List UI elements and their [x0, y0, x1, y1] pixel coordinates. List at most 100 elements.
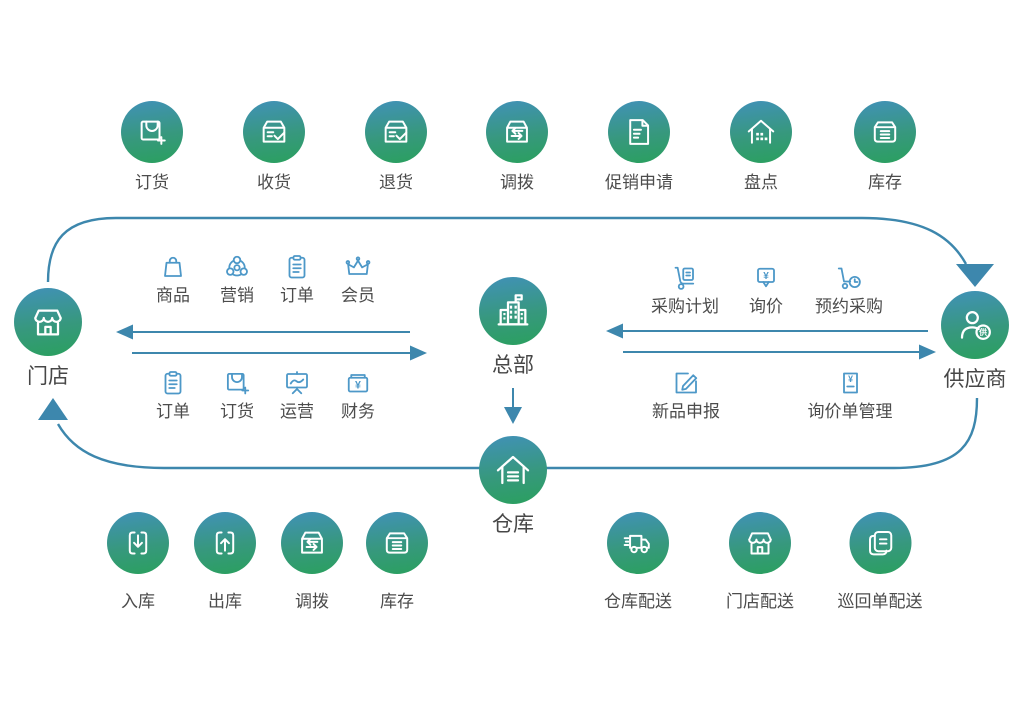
- inventory-box-icon: [366, 512, 428, 574]
- mini-marketing: 营销: [220, 252, 254, 306]
- hub-label: 供应商: [943, 368, 1007, 391]
- operations-chart-icon: [282, 368, 312, 398]
- mini-label: 营销: [220, 286, 254, 305]
- node-label: 出库: [208, 592, 242, 611]
- inquiry-doc-icon: [835, 368, 865, 398]
- return-box-check-icon: [365, 101, 427, 163]
- bag-plus-icon: [121, 101, 183, 163]
- mini-label: 订货: [220, 402, 254, 421]
- purchase-plan-trolley-icon: [670, 263, 700, 293]
- headquarters-building-icon: [479, 277, 547, 345]
- node-outbound: 出库: [194, 512, 256, 612]
- mini-inquiry-doc-management: 询价单管理: [808, 368, 893, 422]
- node-return-goods: 退货: [365, 101, 427, 193]
- node-transfer: 调拨: [486, 101, 548, 193]
- promotion-document-icon: [608, 101, 670, 163]
- transfer-box-icon: [486, 101, 548, 163]
- node-label: 库存: [380, 592, 414, 611]
- finance-cash-icon: [343, 368, 373, 398]
- node-inventory: 库存: [854, 101, 916, 193]
- delivery-truck-icon: [607, 512, 669, 574]
- mini-label: 商品: [156, 286, 190, 305]
- node-order-goods: 订货: [121, 101, 183, 193]
- store-arrowhead-left: [116, 324, 133, 340]
- mini-finance: 财务: [341, 368, 375, 422]
- node-label: 订货: [135, 173, 169, 192]
- hq-arrowhead-left: [606, 323, 623, 339]
- mini-product: 商品: [156, 252, 190, 306]
- node-label: 调拨: [500, 173, 534, 192]
- hub-label: 门店: [27, 365, 69, 388]
- mini-order-2: 订单: [156, 368, 190, 422]
- node-label: 巡回单配送: [837, 592, 923, 611]
- mini-label: 询价: [749, 297, 783, 316]
- member-crown-icon: [343, 252, 373, 282]
- node-inbound: 入库: [107, 512, 169, 612]
- hub-headquarters: 总部: [479, 277, 547, 378]
- outbound-arrow-icon: [194, 512, 256, 574]
- mini-reserved-purchase: 预约采购: [815, 263, 883, 317]
- hub-warehouse: 仓库: [479, 436, 547, 537]
- mini-member: 会员: [341, 252, 375, 306]
- transfer-box-icon: [281, 512, 343, 574]
- supplier-arrowhead-down: [956, 264, 994, 287]
- node-label: 库存: [868, 173, 902, 192]
- marketing-circles-icon: [222, 252, 252, 282]
- storefront-icon: [729, 512, 791, 574]
- order-clipboard-icon: [158, 368, 188, 398]
- mini-purchase-plan: 采购计划: [651, 263, 719, 317]
- node-label: 盘点: [744, 173, 778, 192]
- store-to-supplier-top-flow-curve: [46, 216, 968, 283]
- bag-plus-icon: [222, 368, 252, 398]
- product-bag-icon: [158, 252, 188, 282]
- hub-label: 仓库: [492, 513, 534, 536]
- reserved-purchase-cart-icon: [834, 263, 864, 293]
- mini-label: 新品申报: [652, 402, 720, 421]
- node-store-delivery: 门店配送: [726, 512, 794, 612]
- node-label: 门店配送: [726, 592, 794, 611]
- node-receive-goods: 收货: [243, 101, 305, 193]
- node-label: 促销申请: [605, 173, 673, 192]
- hq-arrowhead-right: [410, 345, 427, 361]
- mini-order-goods: 订货: [220, 368, 254, 422]
- warehouse-arrowhead-down: [504, 407, 522, 424]
- store-arrowhead-up: [38, 398, 68, 420]
- mini-label: 询价单管理: [807, 402, 893, 421]
- mini-label: 采购计划: [651, 297, 719, 316]
- node-stocktake: 盘点: [730, 101, 792, 193]
- mini-order: 订单: [280, 252, 314, 306]
- mini-new-product-declare: 新品申报: [652, 368, 720, 422]
- hub-store: 门店: [14, 288, 82, 389]
- node-label: 入库: [121, 592, 155, 611]
- mini-label: 订单: [156, 402, 190, 421]
- node-promotion-request: 促销申请: [605, 101, 673, 193]
- supplier-person-icon: [941, 291, 1009, 359]
- node-warehouse-delivery: 仓库配送: [604, 512, 672, 612]
- hub-supplier: 供应商: [941, 291, 1009, 392]
- order-clipboard-icon: [282, 252, 312, 282]
- mini-price-inquiry: 询价: [749, 263, 783, 317]
- mini-label: 会员: [341, 286, 375, 305]
- stacked-orders-icon: [849, 512, 911, 574]
- stocktake-house-icon: [730, 101, 792, 163]
- mini-label: 财务: [341, 402, 375, 421]
- mini-label: 订单: [280, 286, 314, 305]
- supplier-arrowhead-right: [919, 344, 936, 360]
- node-tour-order-delivery: 巡回单配送: [838, 512, 923, 612]
- inbound-arrow-icon: [107, 512, 169, 574]
- node-transfer-2: 调拨: [281, 512, 343, 612]
- inventory-box-icon: [854, 101, 916, 163]
- price-inquiry-bubble-icon: [751, 263, 781, 293]
- node-label: 收货: [257, 173, 291, 192]
- hub-label: 总部: [492, 354, 534, 377]
- node-inventory-2: 库存: [366, 512, 428, 612]
- mini-label: 预约采购: [815, 297, 883, 316]
- receive-box-check-icon: [243, 101, 305, 163]
- node-label: 退货: [379, 173, 413, 192]
- storefront-icon: [14, 288, 82, 356]
- mini-operations: 运营: [280, 368, 314, 422]
- node-label: 调拨: [295, 592, 329, 611]
- node-label: 仓库配送: [604, 592, 672, 611]
- mini-label: 运营: [280, 402, 314, 421]
